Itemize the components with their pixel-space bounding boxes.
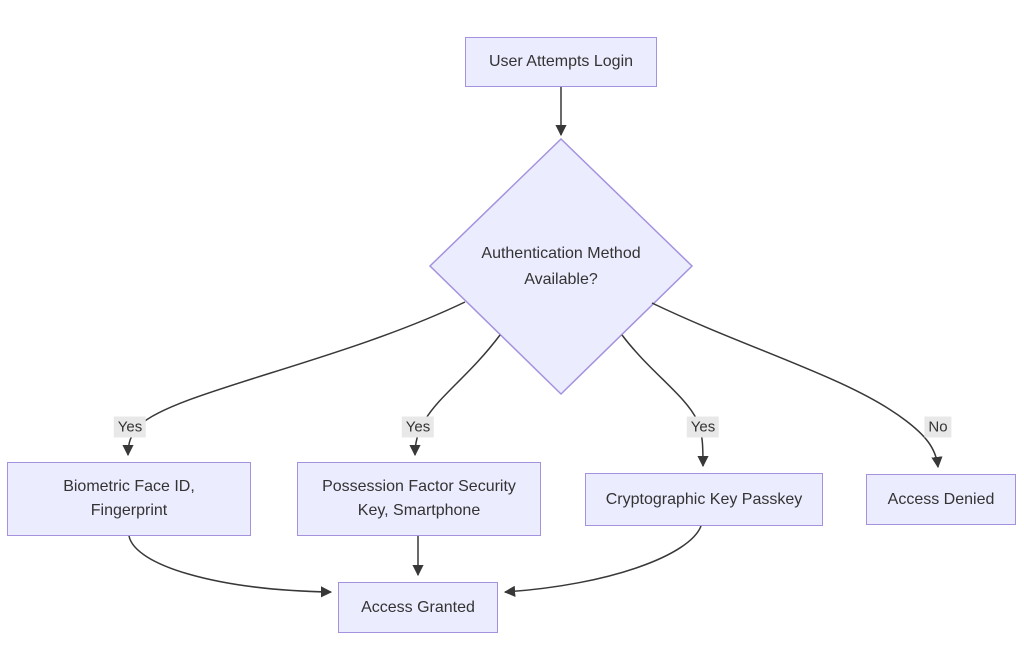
edge-decision-to-biometric <box>122 301 466 457</box>
edge-label-yes-biometric: Yes <box>113 416 147 438</box>
node-access-granted-label: Access Granted <box>361 598 475 616</box>
node-possession-factor: Possession Factor Security Key, Smartpho… <box>297 462 541 536</box>
node-biometric: Biometric Face ID, Fingerprint <box>7 462 251 536</box>
edge-decision-to-denied <box>651 302 943 469</box>
edge-passkey-to-granted <box>503 525 702 597</box>
edge-decision-to-passkey <box>621 334 709 468</box>
decision-diamond-shape <box>428 137 694 396</box>
edge-label-yes-possession: Yes <box>401 416 435 438</box>
node-biometric-label-line1: Biometric Face ID, <box>63 478 195 495</box>
node-decision-authentication-method: Authentication Method Available? <box>456 241 666 293</box>
node-possession-label-line2: Key, Smartphone <box>357 502 481 519</box>
node-access-granted: Access Granted <box>338 582 498 633</box>
node-possession-label-line1: Possession Factor Security <box>322 478 516 495</box>
node-access-denied: Access Denied <box>866 474 1016 525</box>
decision-label-line1: Authentication Method <box>481 245 641 262</box>
edge-biometric-to-granted <box>128 535 333 598</box>
node-biometric-label-line2: Fingerprint <box>90 502 168 519</box>
node-user-attempts-login-label: User Attempts Login <box>488 53 634 70</box>
node-user-attempts-login: User Attempts Login <box>465 37 657 87</box>
edge-label-yes-passkey: Yes <box>686 416 720 438</box>
node-access-denied-label: Access Denied <box>887 490 995 508</box>
node-passkey-label: Cryptographic Key Passkey <box>605 490 803 508</box>
decision-label-line2: Available? <box>524 271 598 288</box>
node-cryptographic-key-passkey: Cryptographic Key Passkey <box>585 473 823 526</box>
edge-label-no-denied: No <box>924 416 952 438</box>
